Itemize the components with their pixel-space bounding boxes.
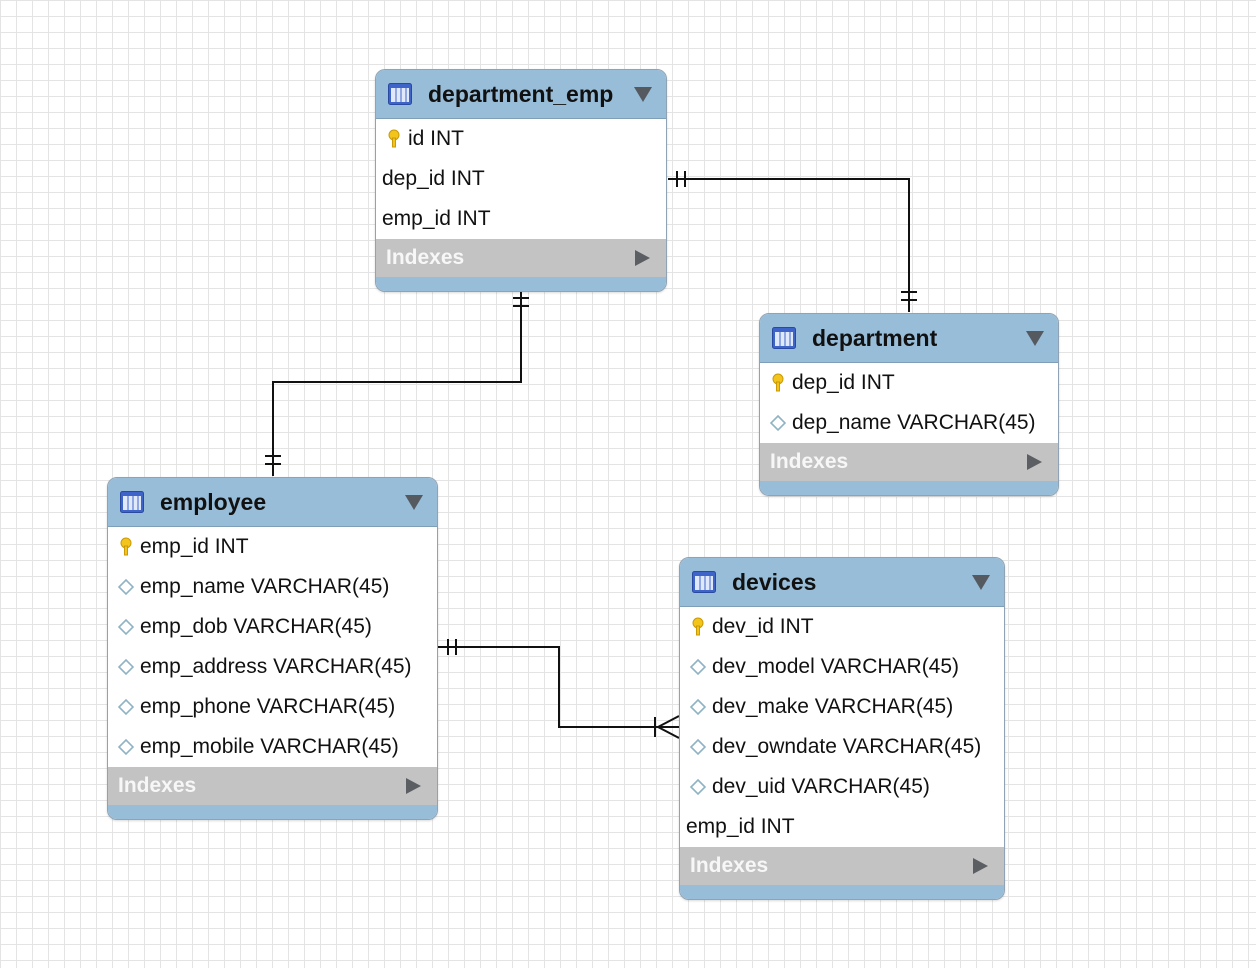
table-icon bbox=[388, 83, 412, 105]
expand-arrow-icon[interactable] bbox=[635, 250, 650, 266]
nullable-column-icon bbox=[117, 618, 135, 636]
column-label: dev_model VARCHAR(45) bbox=[712, 655, 960, 678]
column-label: emp_mobile VARCHAR(45) bbox=[140, 735, 399, 758]
column-row[interactable]: dep_id INT bbox=[760, 363, 1058, 403]
column-label: emp_phone VARCHAR(45) bbox=[140, 695, 396, 718]
nullable-column-icon bbox=[689, 698, 707, 716]
indexes-section[interactable]: Indexes bbox=[760, 443, 1058, 481]
column-row[interactable]: emp_id INT bbox=[376, 199, 666, 239]
column-label: dev_owndate VARCHAR(45) bbox=[712, 735, 982, 758]
column-label: dev_uid VARCHAR(45) bbox=[712, 775, 930, 798]
table-employee[interactable]: employee emp_id INT emp_name VARCHAR(45)… bbox=[107, 477, 438, 820]
column-row[interactable]: dev_uid VARCHAR(45) bbox=[680, 767, 1004, 807]
collapse-toggle-icon[interactable] bbox=[972, 575, 990, 590]
column-label: emp_name VARCHAR(45) bbox=[140, 575, 390, 598]
expand-arrow-icon[interactable] bbox=[406, 778, 421, 794]
expand-arrow-icon[interactable] bbox=[973, 858, 988, 874]
collapse-toggle-icon[interactable] bbox=[1026, 331, 1044, 346]
primary-key-icon bbox=[120, 537, 132, 556]
column-label: emp_id INT bbox=[382, 207, 491, 230]
column-row[interactable]: emp_dob VARCHAR(45) bbox=[108, 607, 437, 647]
table-icon bbox=[772, 327, 796, 349]
column-label: emp_id INT bbox=[140, 535, 249, 558]
nullable-column-icon bbox=[689, 778, 707, 796]
table-title: employee bbox=[160, 488, 267, 515]
indexes-label: Indexes bbox=[690, 854, 769, 877]
column-row[interactable]: emp_phone VARCHAR(45) bbox=[108, 687, 437, 727]
table-header[interactable]: department bbox=[760, 314, 1058, 363]
table-header[interactable]: employee bbox=[108, 478, 437, 527]
column-label: emp_id INT bbox=[686, 815, 795, 838]
relationship-department-emp-to-employee[interactable] bbox=[265, 290, 529, 476]
relationship-employee-to-devices[interactable] bbox=[438, 639, 680, 739]
table-footer bbox=[760, 481, 1058, 495]
column-label: emp_dob VARCHAR(45) bbox=[140, 615, 372, 638]
column-label: emp_address VARCHAR(45) bbox=[140, 655, 412, 678]
column-row[interactable]: dev_owndate VARCHAR(45) bbox=[680, 727, 1004, 767]
column-label: dev_make VARCHAR(45) bbox=[712, 695, 954, 718]
primary-key-icon bbox=[388, 129, 400, 148]
nullable-column-icon bbox=[117, 578, 135, 596]
nullable-column-icon bbox=[117, 738, 135, 756]
indexes-section[interactable]: Indexes bbox=[108, 767, 437, 805]
table-devices[interactable]: devices dev_id INT dev_model VARCHAR(45)… bbox=[679, 557, 1005, 900]
table-department-emp[interactable]: department_emp id INT dep_id INT emp_id … bbox=[375, 69, 667, 292]
column-row[interactable]: dep_id INT bbox=[376, 159, 666, 199]
column-row[interactable]: emp_id INT bbox=[680, 807, 1004, 847]
nullable-column-icon bbox=[117, 658, 135, 676]
column-label: dep_id INT bbox=[792, 371, 895, 394]
column-row[interactable]: dev_make VARCHAR(45) bbox=[680, 687, 1004, 727]
column-row[interactable]: emp_mobile VARCHAR(45) bbox=[108, 727, 437, 767]
table-title: department bbox=[812, 324, 938, 351]
nullable-column-icon bbox=[117, 698, 135, 716]
table-title: department_emp bbox=[428, 80, 614, 107]
column-row[interactable]: dev_model VARCHAR(45) bbox=[680, 647, 1004, 687]
nullable-column-icon bbox=[689, 738, 707, 756]
column-row[interactable]: dev_id INT bbox=[680, 607, 1004, 647]
column-label: dev_id INT bbox=[712, 615, 814, 638]
indexes-section[interactable]: Indexes bbox=[680, 847, 1004, 885]
column-label: dep_name VARCHAR(45) bbox=[792, 411, 1036, 434]
collapse-toggle-icon[interactable] bbox=[634, 87, 652, 102]
relationship-department-emp-to-department[interactable] bbox=[668, 171, 917, 312]
nullable-column-icon bbox=[769, 414, 787, 432]
column-row[interactable]: emp_id INT bbox=[108, 527, 437, 567]
table-footer bbox=[680, 885, 1004, 899]
column-row[interactable]: emp_name VARCHAR(45) bbox=[108, 567, 437, 607]
column-row[interactable]: id INT bbox=[376, 119, 666, 159]
column-row[interactable]: emp_address VARCHAR(45) bbox=[108, 647, 437, 687]
indexes-label: Indexes bbox=[770, 450, 849, 473]
table-header[interactable]: department_emp bbox=[376, 70, 666, 119]
primary-key-icon bbox=[692, 617, 704, 636]
table-header[interactable]: devices bbox=[680, 558, 1004, 607]
table-footer bbox=[108, 805, 437, 819]
column-row[interactable]: dep_name VARCHAR(45) bbox=[760, 403, 1058, 443]
indexes-label: Indexes bbox=[118, 774, 197, 797]
nullable-column-icon bbox=[689, 658, 707, 676]
collapse-toggle-icon[interactable] bbox=[405, 495, 423, 510]
indexes-section[interactable]: Indexes bbox=[376, 239, 666, 277]
column-label: id INT bbox=[408, 127, 465, 150]
column-label: dep_id INT bbox=[382, 167, 485, 190]
crows-foot-marker bbox=[657, 715, 680, 728]
expand-arrow-icon[interactable] bbox=[1027, 454, 1042, 470]
table-icon bbox=[120, 491, 144, 513]
table-footer bbox=[376, 277, 666, 291]
table-department[interactable]: department dep_id INT dep_name VARCHAR(4… bbox=[759, 313, 1059, 496]
table-icon bbox=[692, 571, 716, 593]
crows-foot-marker bbox=[657, 726, 680, 739]
table-title: devices bbox=[732, 568, 817, 595]
indexes-label: Indexes bbox=[386, 246, 465, 269]
primary-key-icon bbox=[772, 373, 784, 392]
